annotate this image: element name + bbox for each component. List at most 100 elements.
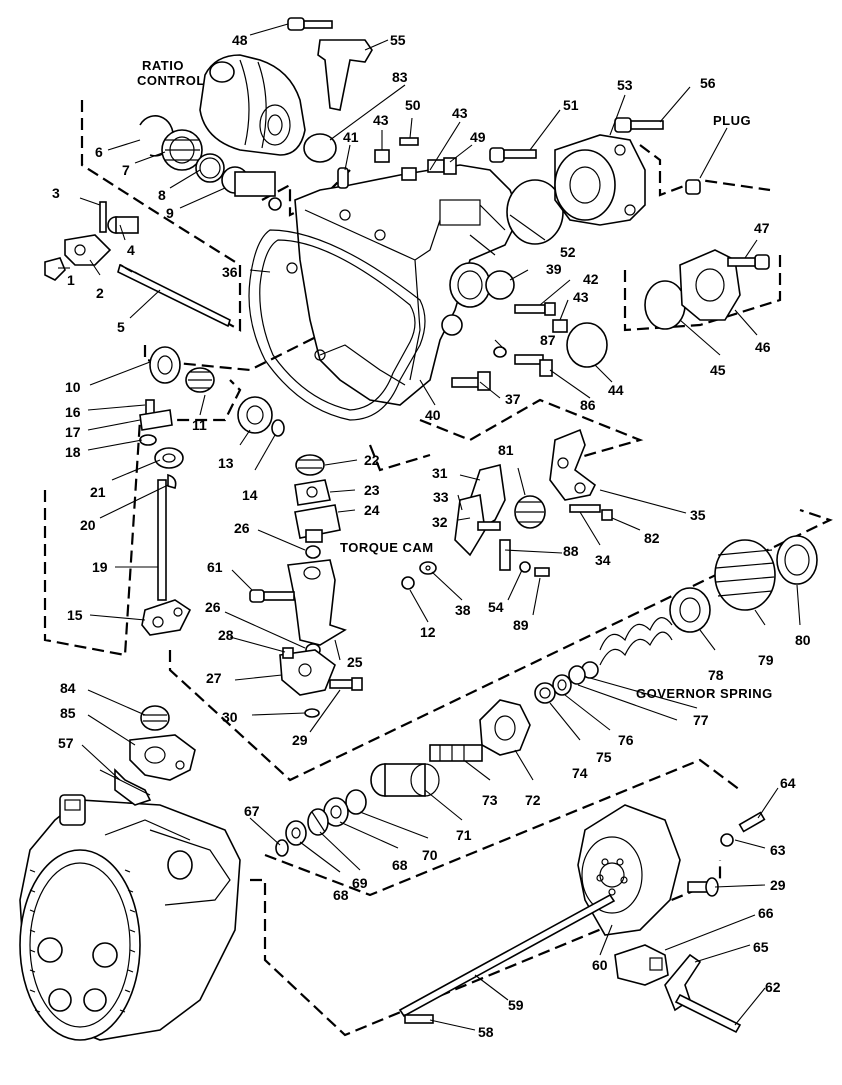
screw-42: [514, 302, 556, 316]
callout-59: 59: [508, 997, 524, 1013]
cam-13: [237, 396, 273, 434]
callout-19: 19: [92, 559, 108, 575]
ring-12: [401, 576, 415, 590]
shaft-4: [107, 216, 139, 234]
callout-17: 17: [65, 424, 81, 440]
callout-22: 22: [364, 452, 380, 468]
callout-68b: 68: [333, 887, 349, 903]
callout-57: 57: [58, 735, 74, 751]
washer-21: [154, 447, 184, 469]
nut-43c: [552, 319, 568, 333]
pin-28: [282, 647, 294, 659]
callout-52: 52: [560, 244, 576, 260]
callout-60: 60: [592, 957, 608, 973]
callout-26b: 26: [205, 599, 221, 615]
callout-7: 7: [122, 162, 130, 178]
screw-61: [249, 589, 295, 603]
label-plug: PLUG: [713, 113, 751, 128]
spring-clip-1: [44, 257, 66, 281]
callout-74: 74: [572, 765, 588, 781]
callout-67: 67: [244, 803, 260, 819]
callout-12: 12: [420, 624, 436, 640]
pin-62: [674, 993, 742, 1034]
pin-32: [477, 521, 501, 531]
screw-29b: [687, 877, 719, 897]
seal-39: [485, 270, 515, 300]
callout-71: 71: [456, 827, 472, 843]
o-ring-30: [304, 708, 320, 718]
callout-72: 72: [525, 792, 541, 808]
callout-84: 84: [60, 680, 76, 696]
callout-40: 40: [425, 407, 441, 423]
fitting-49: [427, 157, 457, 175]
callout-64: 64: [780, 775, 796, 791]
callout-44: 44: [608, 382, 624, 398]
lever-15: [141, 599, 192, 636]
callout-55: 55: [390, 32, 406, 48]
seat-78: [669, 587, 711, 633]
callout-29a: 29: [292, 732, 308, 748]
callout-42: 42: [583, 271, 599, 287]
gasket-36: [248, 229, 426, 421]
callout-39: 39: [546, 261, 562, 277]
callout-28: 28: [218, 627, 234, 643]
bracket-25: [287, 559, 347, 646]
washer-54: [519, 561, 531, 573]
group-outline-left-upper: [80, 100, 242, 332]
callout-85: 85: [60, 705, 76, 721]
group-outline-plug: [639, 144, 771, 197]
group-outline-fuel-lever: [143, 284, 421, 372]
sleeve-71: [370, 763, 440, 797]
washer-70: [345, 789, 367, 815]
callout-8: 8: [158, 187, 166, 203]
callout-1: 1: [67, 272, 75, 288]
label-ratio-control-line1: RATIO: [142, 58, 184, 73]
callout-18: 18: [65, 444, 81, 460]
callout-58: 58: [478, 1024, 494, 1040]
callout-46: 46: [755, 339, 771, 355]
callout-78: 78: [708, 667, 724, 683]
callout-43c: 43: [573, 289, 589, 305]
group-outline-center-bracket: [368, 444, 431, 472]
shaft-73: [429, 744, 483, 762]
callout-38: 38: [455, 602, 471, 618]
callout-88: 88: [563, 543, 579, 559]
o-ring-83: [303, 133, 337, 163]
callout-13: 13: [218, 455, 234, 471]
spring-79: [714, 539, 776, 611]
clip-20: [167, 473, 177, 489]
o-ring-87: [493, 346, 507, 358]
callout-37: 37: [505, 391, 521, 407]
callout-49: 49: [470, 129, 486, 145]
callout-87: 87: [540, 332, 556, 348]
group-outline-governor: [168, 508, 833, 782]
callout-35: 35: [690, 507, 706, 523]
screw-34: [569, 504, 601, 513]
callout-56: 56: [700, 75, 716, 91]
callout-54: 54: [488, 599, 504, 615]
lever-35: [549, 428, 597, 501]
leader-lines: [58, 23, 801, 1031]
pin-16: [145, 399, 155, 415]
cover-53: [554, 134, 646, 226]
governor-housing: [294, 164, 521, 406]
screw-64: [738, 811, 766, 833]
cover-46: [679, 249, 741, 321]
callout-68a: 68: [392, 857, 408, 873]
washer-68b: [285, 820, 307, 846]
roller-26a: [305, 545, 321, 559]
bolt-56: [614, 117, 664, 133]
bolt-86: [514, 354, 553, 377]
label-ratio-control-line2: CONTROL: [137, 73, 205, 88]
washer-38: [419, 561, 437, 575]
piston-9: [221, 166, 282, 211]
shaft-59: [398, 893, 616, 1018]
bolt-51: [489, 147, 537, 163]
nut-82: [601, 509, 613, 521]
plunger-24: [294, 504, 341, 543]
group-outline-left-middle: [43, 379, 242, 657]
washer-14: [271, 419, 285, 437]
lever-17: [139, 409, 173, 431]
callout-33: 33: [433, 489, 449, 505]
callout-86: 86: [580, 397, 596, 413]
